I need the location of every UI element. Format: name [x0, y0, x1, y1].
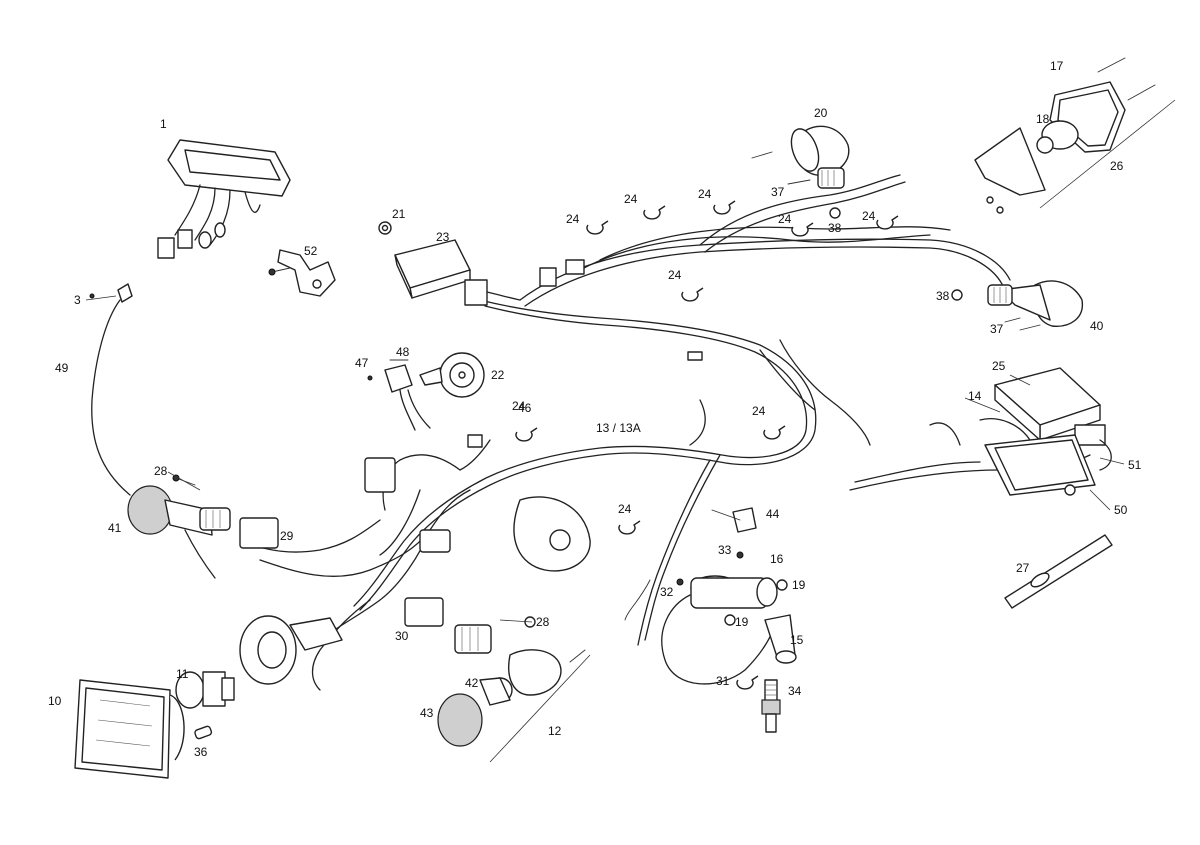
headlight-10 — [74, 679, 185, 779]
callout-19-b: 19 — [735, 615, 749, 629]
callout-52: 52 — [304, 244, 318, 258]
callout-33: 33 — [718, 543, 732, 557]
turn-signal-rear-right-40 — [951, 280, 1084, 331]
callout-24-f: 24 — [668, 268, 682, 282]
callout-26: 26 — [1110, 159, 1124, 173]
callout-34: 34 — [788, 684, 802, 698]
callout-25: 25 — [992, 359, 1006, 373]
tail-light-assembly — [974, 57, 1176, 214]
speedometer-cable — [89, 283, 216, 579]
bracket-52 — [268, 249, 336, 297]
callout-28-b: 28 — [536, 615, 550, 629]
callout-43: 43 — [420, 706, 434, 720]
callout-38-a: 38 — [828, 221, 842, 235]
turn-signal-front-left-41 — [127, 474, 279, 549]
callout-14: 14 — [968, 389, 982, 403]
control-unit-23 — [394, 239, 521, 306]
callout-47: 47 — [355, 356, 369, 370]
callout-23: 23 — [436, 230, 450, 244]
callout-22: 22 — [491, 368, 505, 382]
callout-24-a: 24 — [566, 212, 580, 226]
turn-signal-front-right-20 — [751, 125, 850, 219]
callout-51: 51 — [1128, 458, 1142, 472]
callout-24-b: 24 — [624, 192, 638, 206]
callout-41: 41 — [108, 521, 122, 535]
callout-38-b: 38 — [936, 289, 950, 303]
callout-labels: 1 3 10 11 12 13 / 13A 14 15 16 17 18 19 … — [48, 59, 1142, 759]
callout-27: 27 — [1016, 561, 1030, 575]
spark-plug-34 — [761, 679, 781, 733]
callout-18: 18 — [1036, 112, 1050, 126]
callout-37-b: 37 — [990, 322, 1004, 336]
callout-16: 16 — [770, 552, 784, 566]
callout-50: 50 — [1114, 503, 1128, 517]
callout-30: 30 — [395, 629, 409, 643]
callout-28-a: 28 — [154, 464, 168, 478]
callout-24-h: 24 — [618, 502, 632, 516]
small-clamps — [624, 507, 759, 690]
callout-24-d: 24 — [778, 212, 792, 226]
handlebar-switch — [364, 457, 591, 572]
callout-29: 29 — [280, 529, 294, 543]
callout-37-a: 37 — [771, 185, 785, 199]
main-wiring-harness — [249, 174, 1091, 691]
headlight-reflector — [239, 615, 343, 685]
callout-leaders — [85, 295, 1125, 623]
callout-48: 48 — [396, 345, 410, 359]
callout-19-a: 19 — [792, 578, 806, 592]
horn-22 — [367, 352, 485, 431]
callout-17: 17 — [1050, 59, 1064, 73]
callout-32: 32 — [660, 585, 674, 599]
callout-42: 42 — [465, 676, 479, 690]
clip-46 — [467, 434, 483, 448]
callout-3: 3 — [74, 293, 81, 307]
strap-27 — [1004, 534, 1113, 609]
regulator-box — [984, 367, 1112, 496]
harness-connectors — [539, 259, 703, 361]
callout-21: 21 — [392, 207, 406, 221]
callout-15: 15 — [790, 633, 804, 647]
callout-24-c: 24 — [698, 187, 712, 201]
cable-clips-24 — [515, 200, 899, 535]
nut-21 — [378, 221, 392, 235]
callout-40: 40 — [1090, 319, 1104, 333]
callout-49: 49 — [55, 361, 69, 375]
callout-31: 31 — [716, 674, 730, 688]
callout-24-g: 24 — [752, 404, 766, 418]
callout-44: 44 — [766, 507, 780, 521]
pilot-bulb-36 — [194, 725, 213, 740]
callout-24-i: 24 — [512, 399, 526, 413]
callout-36: 36 — [194, 745, 208, 759]
callout-13: 13 / 13A — [596, 421, 641, 435]
turn-signal-rear-left-43 — [404, 597, 591, 763]
spark-plug-cap-15 — [764, 614, 797, 664]
callout-11: 11 — [176, 667, 189, 681]
headlight-bulb-11 — [175, 671, 235, 709]
callout-12: 12 — [548, 724, 562, 738]
callout-10: 10 — [48, 694, 62, 708]
instrument-cluster — [157, 139, 291, 259]
callout-46: 46 — [518, 401, 532, 415]
ignition-coil-16 — [661, 575, 788, 685]
callout-20: 20 — [814, 106, 828, 120]
callout-24-e: 24 — [862, 209, 876, 223]
callout-1: 1 — [160, 117, 167, 131]
